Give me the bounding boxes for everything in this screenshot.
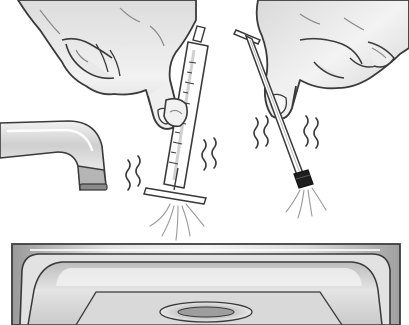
faucet [0,121,107,190]
left-thumb [164,99,187,127]
sink [12,244,400,325]
right-hand [257,0,409,119]
